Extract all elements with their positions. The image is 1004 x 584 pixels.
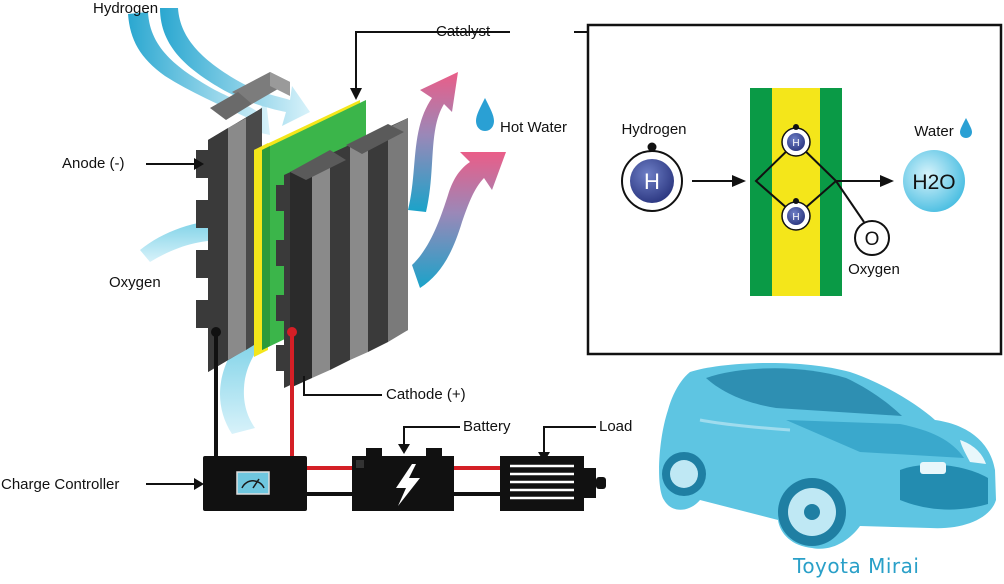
load-grille-icon: [510, 464, 574, 500]
inset-hydrogen-label: Hydrogen: [621, 121, 686, 138]
battery-label: Battery: [463, 418, 511, 435]
car-illustration: [659, 362, 996, 549]
hot-water-flow-arrows: [408, 72, 506, 288]
h-atom-symbol: H: [644, 169, 660, 194]
inset-water-label: Water: [914, 123, 953, 140]
charge-controller-box: [203, 456, 307, 511]
anode-plate: [196, 72, 290, 372]
h2o-symbol: H2O: [912, 171, 955, 194]
load-label: Load: [599, 418, 633, 435]
inset-oxygen-label: Oxygen: [848, 261, 900, 278]
car-caption: Toyota Mirai: [793, 554, 920, 578]
callout-lines: [146, 31, 596, 485]
hydrogen-atom: [630, 159, 674, 203]
h-small-top-symbol: H: [792, 138, 799, 149]
catalyst-label: Catalyst: [436, 23, 491, 40]
cathode-label: Cathode (+): [386, 386, 466, 403]
cathode-plate: [276, 118, 408, 388]
oxygen-label: Oxygen: [109, 274, 161, 291]
anode-label: Anode (-): [62, 155, 125, 172]
circuit-wires: [214, 332, 500, 496]
callout-arrowheads: [194, 88, 550, 490]
oxygen-flow-arrows: [140, 205, 300, 434]
lightning-icon: [396, 464, 420, 506]
water-droplet-icon: [960, 118, 972, 138]
h-small-bottom-symbol: H: [792, 212, 799, 223]
o-atom-symbol: O: [865, 229, 880, 250]
droplet-icon: [476, 98, 494, 131]
electron-dot: [647, 142, 657, 152]
battery-box: [352, 448, 454, 511]
hot-water-label: Hot Water: [500, 119, 567, 136]
load-box: [500, 456, 606, 511]
water-molecule: [903, 150, 965, 212]
charge-controller-label: Charge Controller: [1, 476, 120, 493]
oxygen-atom: [854, 220, 890, 256]
reaction-inset: Hydrogen H H H Water H2O O Oxygen: [586, 23, 1003, 356]
gauge-icon: [236, 471, 270, 495]
hydrogen-flow-arrows: [128, 8, 310, 135]
hydrogen-label: Hydrogen: [93, 0, 159, 17]
